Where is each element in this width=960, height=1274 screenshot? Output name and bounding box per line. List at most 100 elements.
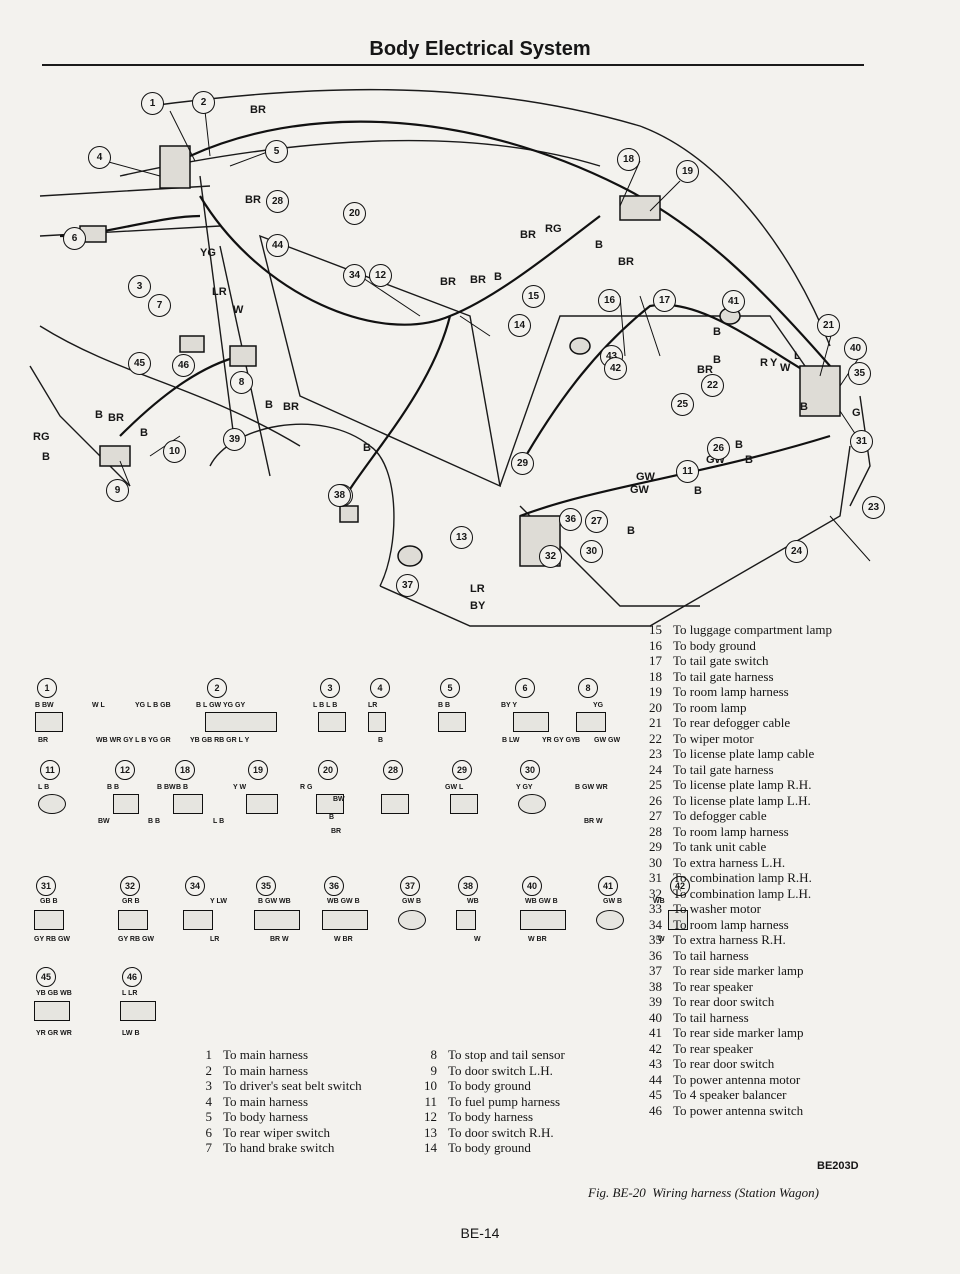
callout-number: 6 [63,227,86,250]
callout-number: 28 [266,190,289,213]
wire-color-label: B [494,271,502,283]
wire-color-label: B [713,354,721,366]
legend-item-number: 32 [649,885,662,901]
legend-item-text: To door switch R.H. [448,1124,554,1140]
connector-wire-code: YR GR WR [36,1030,72,1037]
wire-color-label: B [595,239,603,251]
legend-item-number: 21 [649,715,662,730]
legend-item-number: 39 [649,994,662,1009]
legend-item-number: 2 [205,1062,213,1078]
legend-item-number: 9 [430,1062,438,1078]
callout-number: 41 [722,290,745,313]
roof-outline [149,88,831,347]
connector-wire-code: B B [107,784,120,791]
connector-number: 42 [670,876,690,896]
connector-number: 20 [318,760,338,780]
connector-number: 3 [320,678,340,698]
wire-color-label: BR [470,274,486,286]
connector-wire-code: Y W [233,784,247,791]
connector-18-19 [619,195,661,221]
connector-face [183,910,213,930]
legend-item-text: To power antenna motor [673,1071,801,1087]
tailgate-harness-wire [519,303,831,467]
legend-item-text: To tank unit cable [673,839,767,854]
connector-wire-code: GY RB GW [118,936,155,943]
callout-number: 9 [106,479,129,502]
wire-color-label: Y [770,357,778,369]
callout-number: 11 [676,460,699,483]
vehicle-body-outline [29,88,871,627]
connector-face [205,712,277,732]
legend-item-number: 42 [649,1040,662,1056]
legend-item-text: To wiper motor [673,730,754,746]
wire-color-label: B [140,427,148,439]
connector-face [576,712,606,732]
legend-item-number: 23 [649,746,662,761]
callout-number: 4 [88,146,111,169]
legend-item-text: To room lamp harness [673,916,789,932]
legend-item-text: To body harness [448,1109,534,1124]
wire-color-label: BR [697,364,713,376]
connector-8 [229,345,257,367]
wire-color-label: RG [545,223,562,235]
connector-wire-code: Y GY [516,784,533,791]
door-lower-edge [39,325,301,447]
connector-face [398,910,426,930]
legend-item-number: 37 [649,963,662,978]
legend-item-number: 30 [649,854,662,870]
legend-item-text: To rear wiper switch [223,1124,331,1140]
connector-wire-code: BW [98,818,110,825]
legend-item-number: 36 [649,947,662,963]
connector-wire-code: WB GW B [327,898,360,905]
legend-item-text: To main harness [223,1093,309,1109]
rear-lamp-outline [849,395,871,507]
connector-face [368,712,386,732]
wire-color-label: B [735,439,743,451]
connector-number: 2 [207,678,227,698]
connector-number: 37 [400,876,420,896]
door-switch-connector-9 [99,445,131,467]
legend-item-text: To tail gate harness [673,668,774,684]
legend-item-text: To washer motor [673,901,761,916]
legend-item-number: 5 [205,1109,213,1124]
figure-title: Wiring harness (Station Wagon) [652,1185,819,1200]
legend-item-number: 31 [649,870,662,885]
connector-face [513,712,549,732]
connector-face [34,1001,70,1021]
callout-number: 18 [617,148,640,171]
connector-wire-code: L LR [122,990,138,997]
legend-item-number: 38 [649,978,662,994]
legend-item-number: 4 [205,1093,213,1109]
legend-item-number: 13 [424,1124,437,1140]
connector-face [318,712,346,732]
connector-wire-code: BR W [270,936,289,943]
legend-item-text: To body ground [448,1078,531,1093]
wire-color-label: B [800,401,808,413]
callout-number: 39 [223,428,246,451]
wire-color-label: B [694,485,702,497]
wire-color-label: L [794,350,801,362]
connector-wire-code: B [575,737,581,744]
legend-item-text: To 4 speaker balancer [673,1087,787,1102]
legend-item-text: To room lamp [673,699,747,715]
connector-45 [179,335,205,353]
legend-item-text: To rear side marker lamp [673,963,804,978]
callout-number: 37 [396,574,419,597]
wire-color-label: GW [636,471,655,483]
legend-item-number: 45 [649,1087,662,1102]
callout-number: 38 [328,484,351,507]
